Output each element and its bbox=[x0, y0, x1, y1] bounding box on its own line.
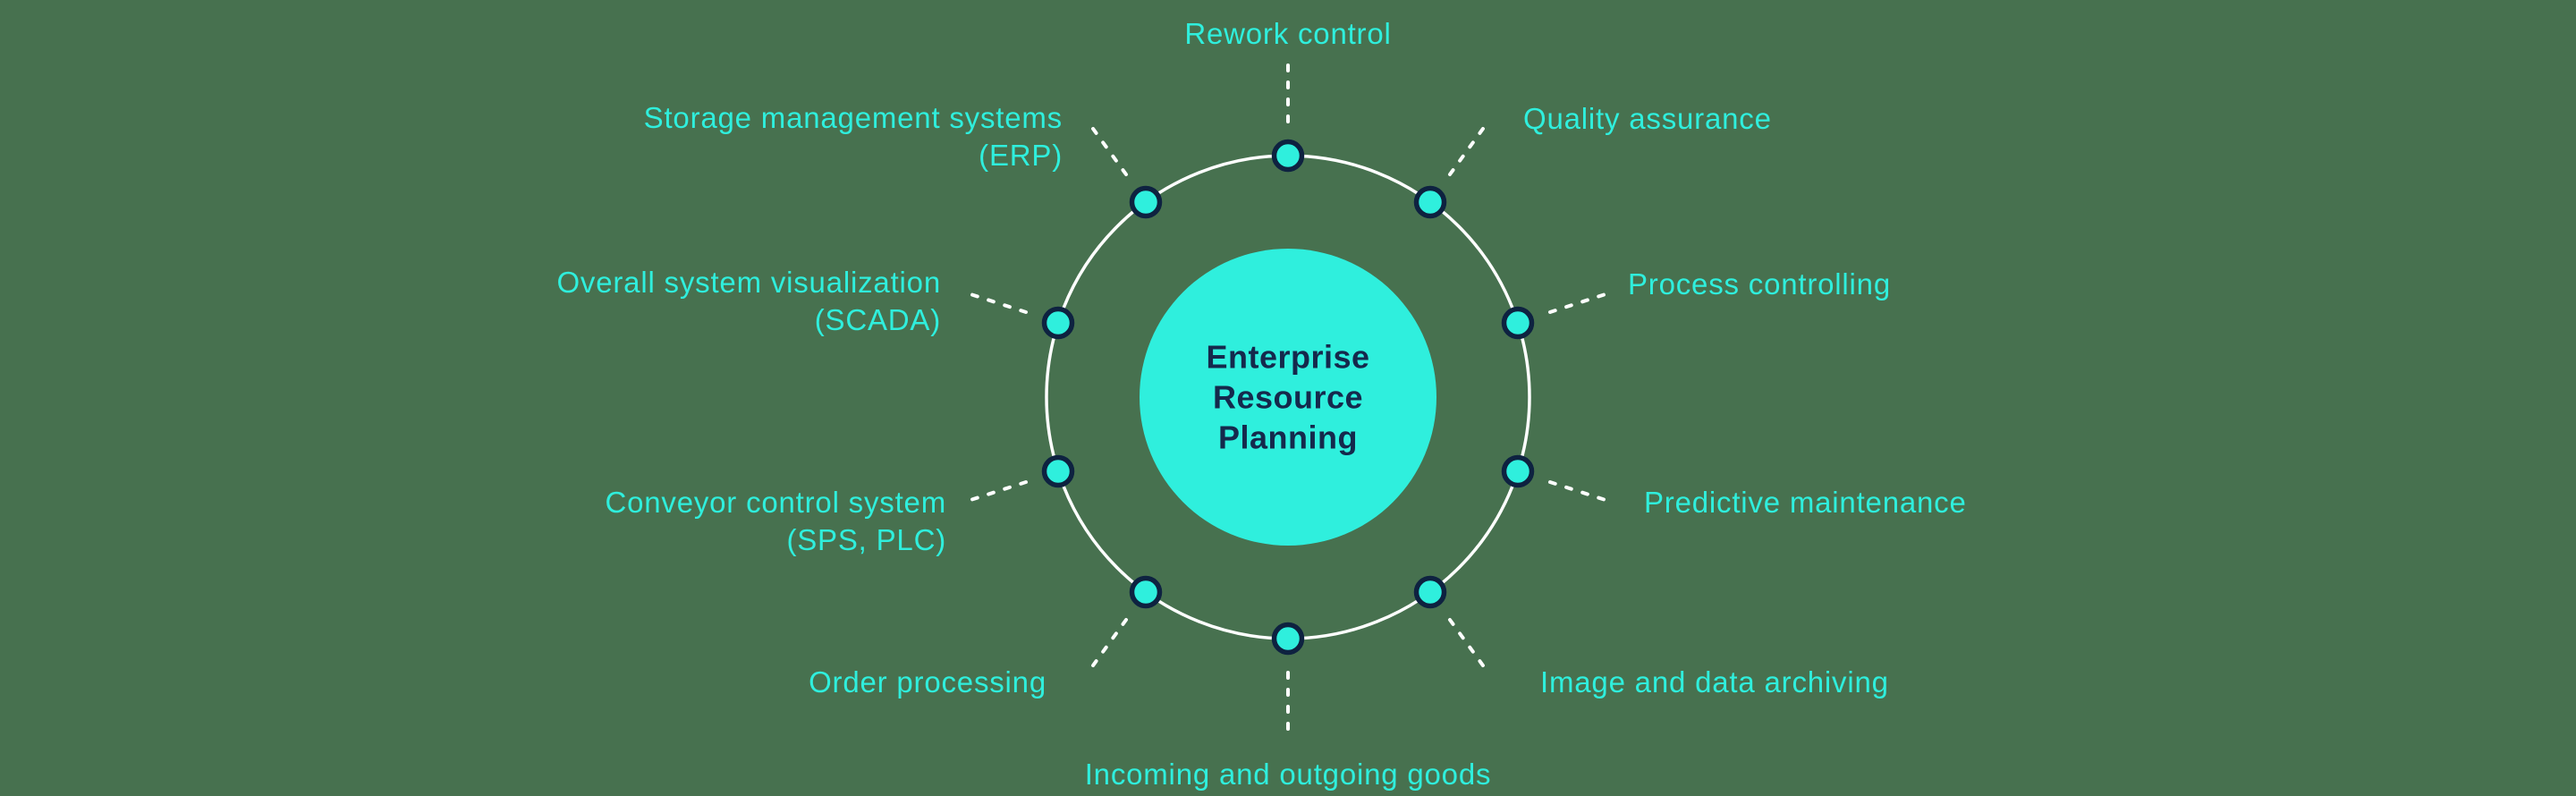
connector-order-processing bbox=[1087, 618, 1128, 673]
node-quality-assurance bbox=[1413, 185, 1447, 219]
label-image-and-data-archiving: Image and data archiving bbox=[1540, 665, 1889, 699]
label-incoming-and-outgoing-goods: Incoming and outgoing goods bbox=[1084, 758, 1492, 791]
connector-predictive-maintenance bbox=[1548, 480, 1613, 504]
label-rework-control: Rework control bbox=[1184, 17, 1392, 50]
connector-lines bbox=[963, 60, 1613, 739]
center-title: Enterprise Resource Planning bbox=[1206, 338, 1370, 456]
label-predictive-maintenance: Predictive maintenance bbox=[1644, 486, 1967, 519]
connector-image-and-data-archiving bbox=[1448, 618, 1489, 673]
orbit-nodes bbox=[1041, 139, 1535, 656]
label-quality-assurance: Quality assurance bbox=[1523, 102, 1772, 135]
node-predictive-maintenance bbox=[1501, 454, 1535, 488]
node-storage-management-systems bbox=[1129, 185, 1163, 219]
node-rework-control bbox=[1271, 139, 1305, 173]
connector-overall-system-visualization bbox=[963, 291, 1028, 314]
label-storage-management-systems: Storage management systems (ERP) bbox=[643, 101, 1063, 172]
connector-quality-assurance bbox=[1448, 121, 1489, 176]
node-image-and-data-archiving bbox=[1413, 575, 1447, 609]
center-circle bbox=[1140, 249, 1436, 546]
connector-process-controlling bbox=[1548, 291, 1613, 314]
node-conveyor-control-system bbox=[1041, 454, 1075, 488]
label-order-processing: Order processing bbox=[809, 665, 1046, 699]
label-overall-system-visualization: Overall system visualization (SCADA) bbox=[556, 266, 941, 336]
node-overall-system-visualization bbox=[1041, 306, 1075, 340]
connector-conveyor-control-system bbox=[963, 480, 1028, 504]
node-incoming-and-outgoing-goods bbox=[1271, 622, 1305, 656]
label-conveyor-control-system: Conveyor control system (SPS, PLC) bbox=[605, 486, 946, 556]
connector-storage-management-systems bbox=[1087, 121, 1128, 176]
node-process-controlling bbox=[1501, 306, 1535, 340]
node-order-processing bbox=[1129, 575, 1163, 609]
label-process-controlling: Process controlling bbox=[1628, 267, 1891, 301]
